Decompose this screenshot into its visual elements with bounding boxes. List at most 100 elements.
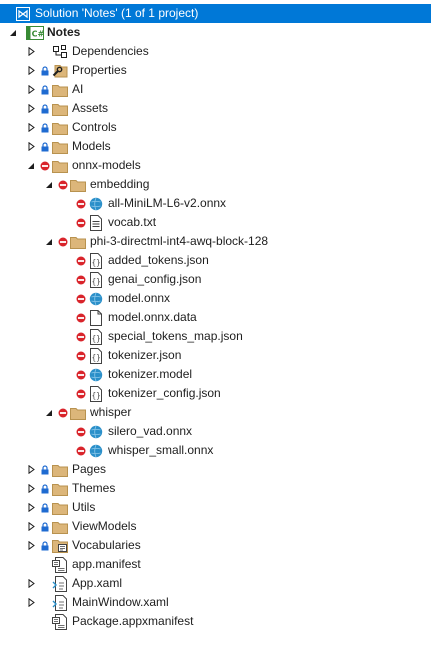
chevron-right-icon[interactable] [24, 61, 38, 80]
xaml-file-icon [51, 574, 69, 593]
excluded-icon [56, 232, 69, 251]
tree-node[interactable]: vocab.txt [0, 213, 431, 232]
tree-node[interactable]: Vocabularies [0, 536, 431, 555]
tree-node[interactable]: App.xaml [0, 574, 431, 593]
chevron-expanded-icon[interactable] [6, 23, 20, 42]
resource-file-icon [51, 536, 69, 555]
tree-node[interactable]: silero_vad.onnx [0, 422, 431, 441]
chevron-right-icon[interactable] [24, 498, 38, 517]
tree-node-label: Vocabularies [72, 538, 141, 552]
chevron-expanded-icon[interactable] [42, 232, 56, 251]
folder-icon [51, 156, 69, 175]
svg-text:{}: {} [92, 277, 101, 286]
tree-node[interactable]: AI [0, 80, 431, 99]
expander-placeholder [60, 327, 74, 346]
tree-node-label: whisper [90, 405, 132, 419]
tree-node-label: all-MiniLM-L6-v2.onnx [108, 196, 227, 210]
tree-node-label: Controls [72, 120, 117, 134]
lock-icon [38, 80, 51, 99]
expander-placeholder [60, 270, 74, 289]
chevron-right-icon[interactable] [24, 536, 38, 555]
chevron-expanded-icon[interactable] [42, 403, 56, 422]
tree-node[interactable]: Utils [0, 498, 431, 517]
solution-node[interactable]: Solution 'Notes' (1 of 1 project) [0, 4, 431, 23]
tree-node[interactable]: phi-3-directml-int4-awq-block-128 [0, 232, 431, 251]
tree-node-label: phi-3-directml-int4-awq-block-128 [90, 234, 269, 248]
tree-node-label: Assets [72, 101, 109, 115]
tree-node[interactable]: onnx-models [0, 156, 431, 175]
tree-node[interactable]: Package.appxmanifest [0, 612, 431, 631]
folder-icon [51, 517, 69, 536]
project-label: Notes [47, 25, 81, 39]
tree-node-label: silero_vad.onnx [108, 424, 193, 438]
tree-node[interactable]: tokenizer.model [0, 365, 431, 384]
tree-node-label: AI [72, 82, 84, 96]
chevron-right-icon[interactable] [24, 80, 38, 99]
chevron-right-icon[interactable] [24, 42, 38, 61]
tree-node[interactable]: whisper_small.onnx [0, 441, 431, 460]
tree-node[interactable]: all-MiniLM-L6-v2.onnx [0, 194, 431, 213]
state-placeholder [38, 574, 51, 593]
tree-node-label: ViewModels [72, 519, 137, 533]
tree-node[interactable]: Models [0, 137, 431, 156]
expander-placeholder [60, 422, 74, 441]
lock-icon [38, 137, 51, 156]
tree-node[interactable]: model.onnx [0, 289, 431, 308]
globe-file-icon [87, 441, 105, 460]
chevron-right-icon[interactable] [24, 593, 38, 612]
svg-text:{}: {} [92, 353, 101, 362]
lock-icon [38, 498, 51, 517]
tree-node-label: tokenizer.json [108, 348, 182, 362]
tree-node[interactable]: MainWindow.xaml [0, 593, 431, 612]
manifest-file-icon [51, 612, 69, 631]
tree-node[interactable]: {}genai_config.json [0, 270, 431, 289]
project-node-notes[interactable]: C# Notes [0, 23, 431, 42]
tree-node[interactable]: ViewModels [0, 517, 431, 536]
chevron-right-icon[interactable] [24, 460, 38, 479]
folder-icon [51, 460, 69, 479]
folder-icon [51, 498, 69, 517]
folder-icon [69, 403, 87, 422]
chevron-right-icon[interactable] [24, 517, 38, 536]
globe-file-icon [87, 365, 105, 384]
chevron-expanded-icon[interactable] [42, 175, 56, 194]
tree-node[interactable]: Controls [0, 118, 431, 137]
tree-node-label: App.xaml [72, 576, 123, 590]
tree-node[interactable]: {} tokenizer.json [0, 346, 431, 365]
tree-node[interactable]: {}special_tokens_map.json [0, 327, 431, 346]
tree-node[interactable]: whisper [0, 403, 431, 422]
expander-placeholder [60, 308, 74, 327]
expander-placeholder [60, 384, 74, 403]
tree-node-label: Models [72, 139, 111, 153]
tree-node-label: model.onnx [108, 291, 171, 305]
tree-node[interactable]: Dependencies [0, 42, 431, 61]
tree-node[interactable]: Properties [0, 61, 431, 80]
chevron-right-icon[interactable] [24, 574, 38, 593]
chevron-right-icon[interactable] [24, 118, 38, 137]
chevron-right-icon[interactable] [24, 479, 38, 498]
folder-icon [51, 80, 69, 99]
excluded-icon [74, 346, 87, 365]
excluded-icon [38, 156, 51, 175]
tree-node-label: embedding [90, 177, 150, 191]
chevron-right-icon[interactable] [24, 137, 38, 156]
json-file-icon: {} [87, 384, 105, 403]
tree-node[interactable]: {}added_tokens.json [0, 251, 431, 270]
state-placeholder [38, 593, 51, 612]
tree-node[interactable]: model.onnx.data [0, 308, 431, 327]
excluded-icon [56, 175, 69, 194]
tree-node[interactable]: Pages [0, 460, 431, 479]
excluded-icon [74, 289, 87, 308]
excluded-icon [74, 365, 87, 384]
globe-file-icon [87, 289, 105, 308]
globe-file-icon [87, 194, 105, 213]
svg-text:{}: {} [92, 391, 101, 400]
chevron-right-icon[interactable] [24, 99, 38, 118]
tree-node[interactable]: Assets [0, 99, 431, 118]
tree-node[interactable]: app.manifest [0, 555, 431, 574]
tree-node[interactable]: Themes [0, 479, 431, 498]
tree-node[interactable]: embedding [0, 175, 431, 194]
tree-node[interactable]: {}tokenizer_config.json [0, 384, 431, 403]
chevron-expanded-icon[interactable] [24, 156, 38, 175]
